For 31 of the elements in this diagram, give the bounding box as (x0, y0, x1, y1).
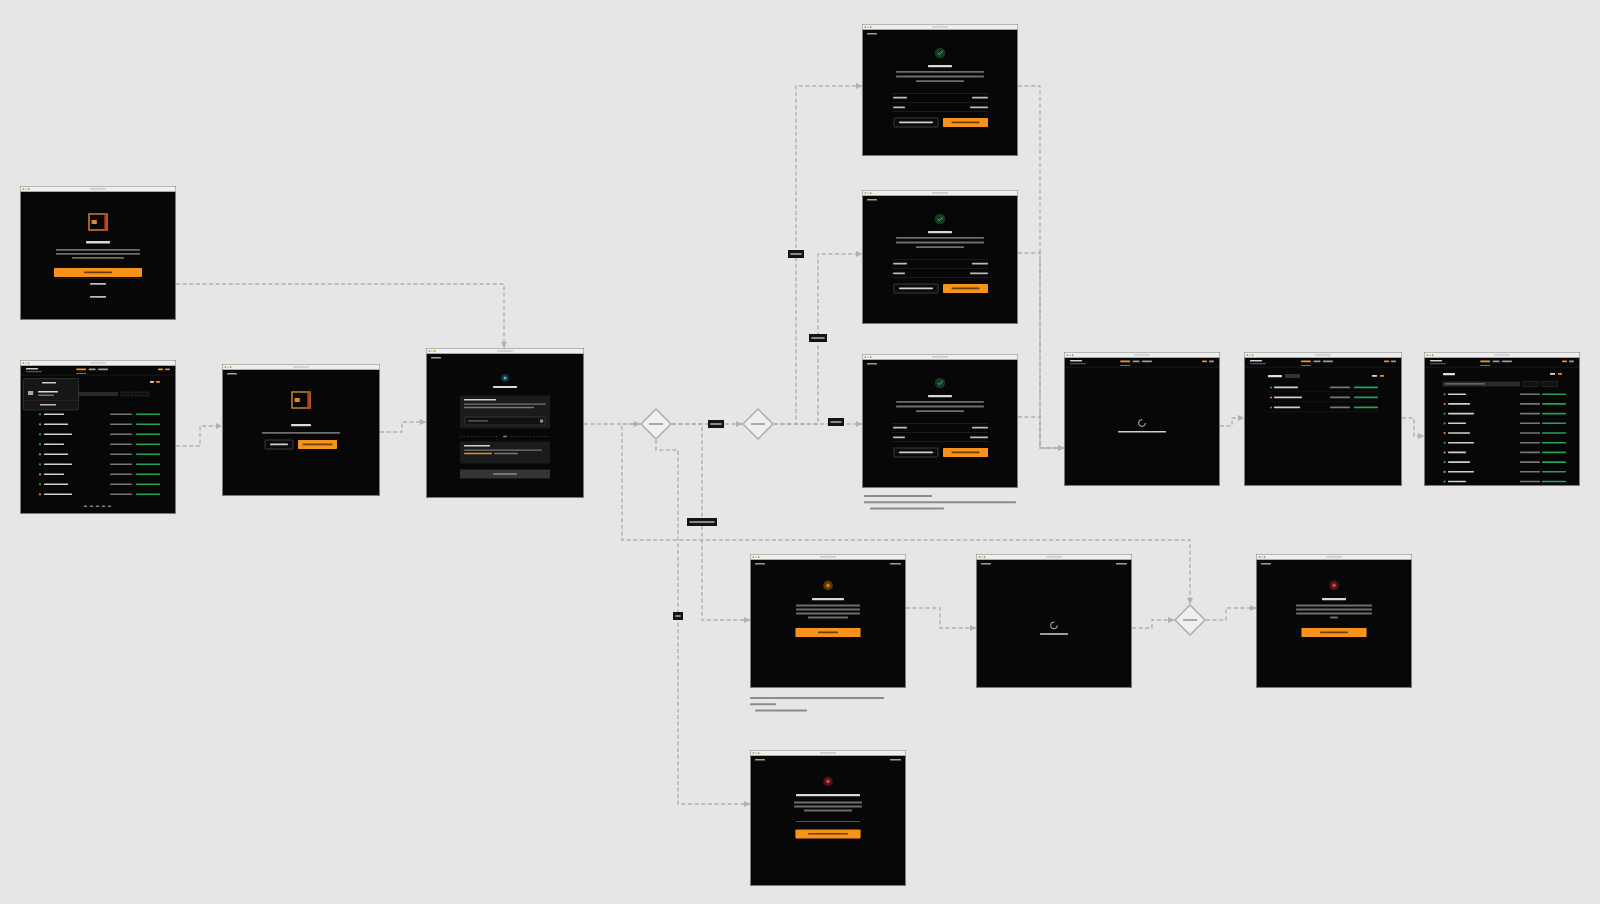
flow-arrow (671, 423, 751, 624)
app-screen-mockup (20, 186, 176, 320)
app-screen-mockup (20, 360, 176, 514)
app-screen-mockup (1424, 352, 1580, 486)
app-screen-mockup (976, 554, 1132, 688)
decision-diamond (640, 408, 672, 440)
flow-arrow (621, 423, 1194, 605)
decision-diamond (742, 408, 774, 440)
app-screen-mockup (426, 348, 584, 498)
flow-arrow (905, 607, 977, 632)
flow-arrow (1219, 414, 1245, 427)
app-screen-mockup (750, 750, 906, 886)
app-screen-mockup (750, 554, 906, 688)
decision-diamond (1174, 604, 1206, 636)
flow-arrow (1205, 604, 1257, 621)
app-screen-mockup (222, 364, 380, 496)
flow-arrow (1131, 616, 1175, 629)
flow-arrow (379, 418, 427, 433)
app-screen-mockup (1256, 554, 1412, 688)
flow-arrow (583, 420, 641, 428)
flow-arrow (655, 439, 751, 808)
app-screen-mockup (862, 190, 1018, 324)
flow-arrow (175, 422, 223, 447)
flow-arrow (1401, 417, 1425, 440)
flow-arrow (175, 283, 508, 349)
app-screen-mockup (1244, 352, 1402, 486)
app-screen-mockup (862, 24, 1018, 156)
app-screen-mockup (862, 354, 1018, 488)
flow-arrow (1017, 416, 1065, 452)
app-screen-mockup (1064, 352, 1220, 486)
flow-arrow (773, 420, 863, 428)
